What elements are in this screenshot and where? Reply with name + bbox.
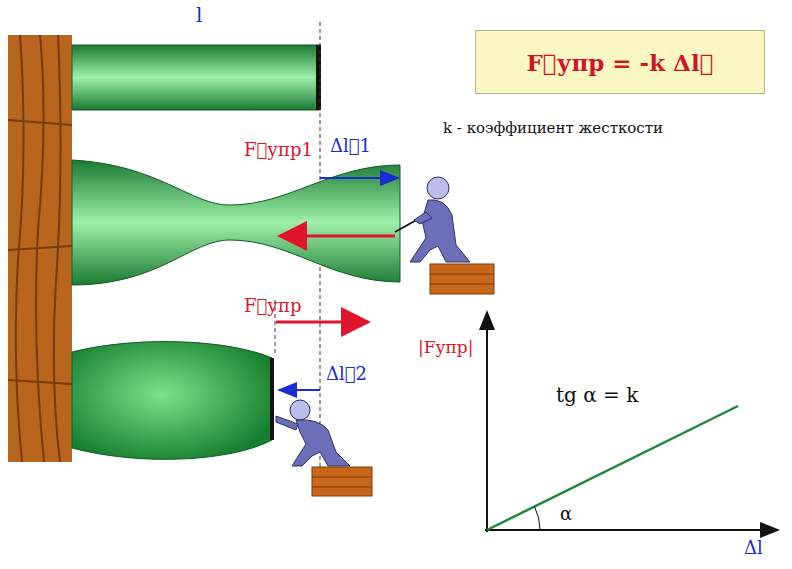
force-arrow [276,321,368,324]
formula-box: F⃗упр = -k Δl⃗ [475,30,765,94]
rod [72,45,320,110]
label: F⃗упр [244,296,301,317]
label: α [560,504,572,525]
label: Δl⃗2 [326,364,367,385]
label: tg α = k [556,384,638,407]
x-axis [485,529,778,531]
label: k - коэффициент жесткости [443,120,663,137]
crate-planks [430,274,494,284]
angle-arc [535,507,541,531]
wood-grain [8,35,72,462]
rod-end [270,358,274,440]
label: Δl⃗1 [330,136,371,157]
label: l [196,4,202,27]
crate [430,264,494,294]
compression-arrow [279,389,320,391]
label: F⃗упр1 [244,140,313,161]
elongation-arrow [320,177,398,179]
graph-line [487,406,738,530]
stretched-rod [72,160,400,285]
person-pushing [276,400,350,466]
label: |Fупр| [418,338,473,358]
y-axis [486,312,488,532]
compressed-rod [72,342,272,460]
crate [312,467,372,496]
label: Δl [744,538,763,559]
formula: F⃗упр = -k Δl⃗ [527,49,714,76]
force-arrow [280,235,395,238]
crate-planks [312,477,372,487]
wall [8,35,72,462]
person-pulling [410,177,470,262]
